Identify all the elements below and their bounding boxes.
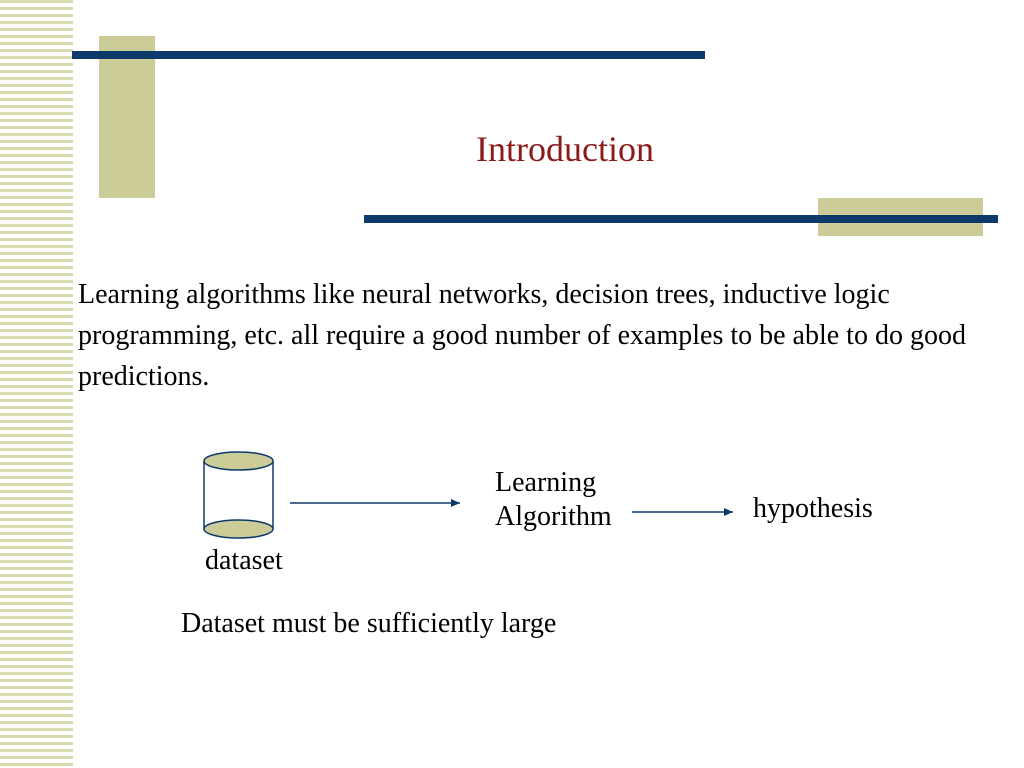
learning-algorithm-label: Learning Algorithm <box>495 466 612 534</box>
title-rule-top <box>72 51 705 59</box>
dataset-caption: Dataset must be sufficiently large <box>181 608 557 639</box>
title-rule-bottom <box>364 215 998 223</box>
dataset-label: dataset <box>205 545 283 576</box>
decorative-accent-block-top <box>99 36 155 198</box>
hypothesis-label: hypothesis <box>753 493 873 524</box>
body-paragraph: Learning algorithms like neural networks… <box>78 279 966 392</box>
slide-title: Introduction <box>476 129 654 169</box>
learning-algorithm-label-line2: Algorithm <box>495 501 612 532</box>
learning-algorithm-label-line1: Learning <box>495 467 597 498</box>
decorative-stripe-band <box>0 0 73 768</box>
database-cylinder-icon <box>203 451 274 539</box>
